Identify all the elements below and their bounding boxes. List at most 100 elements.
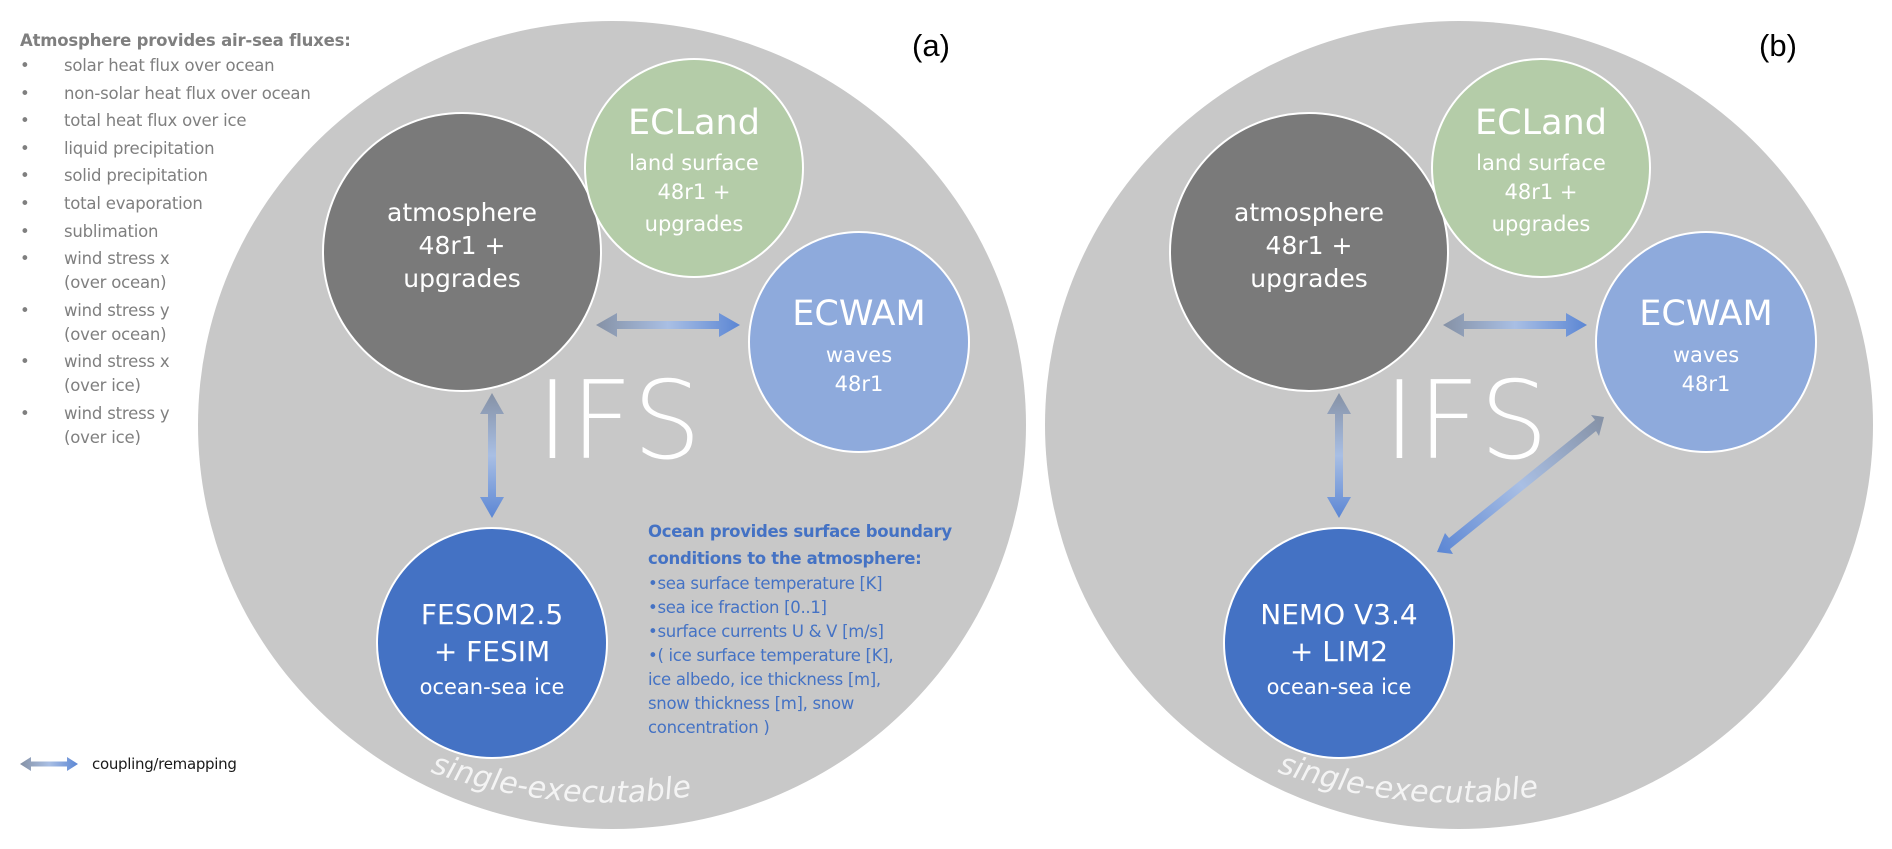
flux-list-item: • wind stress y (over ice) <box>20 402 351 450</box>
flux-list-item: • wind stress x (over ocean) <box>20 247 351 295</box>
bullet-icon: • <box>20 403 30 423</box>
ocean-provides-item: •surface currents U & V [m/s] <box>648 620 952 644</box>
ocean-provides-item: •sea surface temperature [K] <box>648 572 952 596</box>
coupling-arrow-atmosphere-ocean <box>480 393 504 518</box>
ocean-component: NEMO V3.4 + LIM2 ocean-sea ice <box>1223 527 1455 759</box>
panel-a: (a) IFS single-executable atmosphere 48r… <box>198 21 1026 829</box>
ecland-subtitle: land surface <box>1476 151 1606 175</box>
ecland-upgrades: upgrades <box>645 212 744 236</box>
bullet-icon: • <box>20 221 30 241</box>
flux-item-text: wind stress y (over ocean) <box>64 300 170 344</box>
panel-b: (b) IFS single-executable atmosphere 48r… <box>847 0 1892 849</box>
atmosphere-component: atmosphere 48r1 + upgrades <box>1169 112 1449 392</box>
atmosphere-label: atmosphere <box>1234 198 1384 227</box>
double-arrow-icon <box>20 757 78 771</box>
ecland-version: 48r1 + <box>1505 180 1578 204</box>
flux-item-text: sublimation <box>64 221 159 241</box>
bullet-icon: • <box>20 56 30 75</box>
bullet-icon: • <box>20 352 30 372</box>
ecwam-subtitle: waves <box>826 343 892 367</box>
flux-item-text: wind stress x (over ocean) <box>64 249 170 293</box>
ocean-item-text: sea surface temperature [K] <box>657 574 883 593</box>
bullet-icon: • <box>20 249 30 269</box>
bullet-icon: • <box>648 574 658 593</box>
coupling-arrow-atmosphere-ocean <box>1327 393 1351 518</box>
ecwam-title: ECWAM <box>792 294 925 334</box>
flux-item-text: wind stress x (over ice) <box>64 352 170 396</box>
ecwam-subtitle: waves <box>1673 343 1739 367</box>
legend-label: coupling/remapping <box>92 755 237 773</box>
flux-item-text: non-solar heat flux over ocean <box>64 83 311 103</box>
ocean-item-text: sea ice fraction [0..1] <box>657 598 827 617</box>
bullet-icon: • <box>20 193 30 213</box>
coupling-arrow-ocean-waves <box>1437 415 1604 554</box>
atmosphere-fluxes-list: Atmosphere provides air-sea fluxes: • sol… <box>20 28 351 454</box>
ifs-diagram: IFS single-executable atmosphere 48r1 + … <box>1045 21 1873 829</box>
ocean-provides-box: Ocean provides surface boundary conditio… <box>648 518 952 740</box>
panel-label: (a) <box>912 28 950 63</box>
flux-list-item: • total heat flux over ice <box>20 109 351 133</box>
ecwam-component: ECWAM waves 48r1 <box>748 231 970 453</box>
atmosphere-component: atmosphere 48r1 + upgrades <box>322 112 602 392</box>
ocean-component: FESOM2.5 + FESIM ocean-sea ice <box>376 527 608 759</box>
ocean-provides-item: •( ice surface temperature [K], ice albe… <box>648 644 952 740</box>
flux-list-item: • liquid precipitation <box>20 137 351 161</box>
ecland-upgrades: upgrades <box>1492 212 1591 236</box>
atmosphere-version: 48r1 + <box>419 231 506 260</box>
flux-list-item: • wind stress y (over ocean) <box>20 299 351 347</box>
atmosphere-version: 48r1 + <box>1266 231 1353 260</box>
atmosphere-upgrades: upgrades <box>1250 264 1367 293</box>
panel-label: (b) <box>1759 28 1797 63</box>
ecwam-version: 48r1 <box>835 372 884 396</box>
bullet-icon: • <box>20 166 30 186</box>
flux-item-text: wind stress y (over ice) <box>64 403 170 447</box>
ecland-component: ECLand land surface 48r1 + upgrades <box>1431 58 1651 278</box>
ocean-ice-model: + FESIM <box>434 635 550 668</box>
bullet-icon: • <box>20 83 30 103</box>
flux-item-text: solid precipitation <box>64 166 208 186</box>
atmosphere-fluxes-title: Atmosphere provides air-sea fluxes: <box>20 31 351 50</box>
ecwam-title: ECWAM <box>1639 294 1772 334</box>
ecland-title: ECLand <box>1475 103 1607 143</box>
ecwam-version: 48r1 <box>1682 372 1731 396</box>
flux-list-item: • solid precipitation <box>20 164 351 188</box>
atmosphere-label: atmosphere <box>387 198 537 227</box>
flux-list-item: • non-solar heat flux over ocean <box>20 82 351 106</box>
flux-item-text: total evaporation <box>64 193 203 213</box>
coupling-arrow-atmosphere-waves <box>1443 313 1587 337</box>
ecland-title: ECLand <box>628 103 760 143</box>
bullet-icon: • <box>648 646 658 665</box>
ocean-provides-title-2: conditions to the atmosphere: <box>648 549 922 568</box>
bullet-icon: • <box>648 622 658 641</box>
ocean-ice-model: + LIM2 <box>1290 635 1388 668</box>
legend: coupling/remapping <box>20 755 237 773</box>
bullet-icon: • <box>648 598 658 617</box>
bullet-icon: • <box>20 111 30 131</box>
ecland-version: 48r1 + <box>658 180 731 204</box>
atmosphere-upgrades: upgrades <box>403 264 520 293</box>
flux-list-item: • wind stress x (over ice) <box>20 350 351 398</box>
flux-item-text: solar heat flux over ocean <box>64 56 275 75</box>
ecland-component: ECLand land surface 48r1 + upgrades <box>584 58 804 278</box>
ocean-subtitle: ocean-sea ice <box>1267 675 1412 699</box>
ocean-item-text: surface currents U & V [m/s] <box>657 622 884 641</box>
ocean-model-name: NEMO V3.4 <box>1260 598 1417 631</box>
flux-list-item: • sublimation <box>20 220 351 244</box>
ifs-title: IFS <box>1384 359 1551 484</box>
ifs-diagram: IFS single-executable atmosphere 48r1 + … <box>198 21 1026 829</box>
ocean-provides-title-1: Ocean provides surface boundary <box>648 522 952 541</box>
bullet-icon: • <box>20 300 30 320</box>
ecwam-component: ECWAM waves 48r1 <box>1595 231 1817 453</box>
ifs-title: IFS <box>537 359 704 484</box>
ecland-subtitle: land surface <box>629 151 759 175</box>
ocean-subtitle: ocean-sea ice <box>420 675 565 699</box>
flux-list-item: • total evaporation <box>20 192 351 216</box>
flux-item-text: liquid precipitation <box>64 138 215 158</box>
flux-item-text: total heat flux over ice <box>64 111 247 131</box>
coupling-arrow-atmosphere-waves <box>596 313 740 337</box>
ocean-model-name: FESOM2.5 <box>421 598 563 631</box>
ocean-provides-item: •sea ice fraction [0..1] <box>648 596 952 620</box>
bullet-icon: • <box>20 138 30 158</box>
flux-list-item: • solar heat flux over ocean <box>20 54 351 78</box>
ocean-item-text: ( ice surface temperature [K], ice albed… <box>648 646 894 737</box>
